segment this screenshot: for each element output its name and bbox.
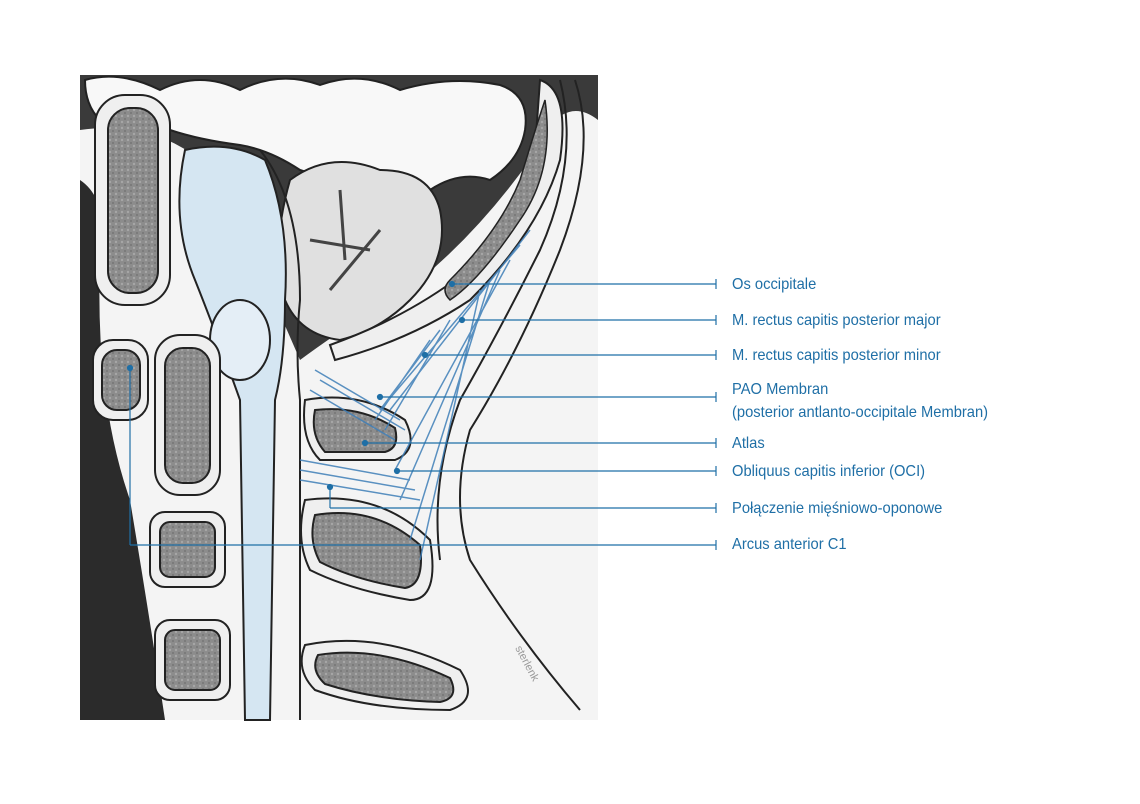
label-oci: Obliquus capitis inferior (OCI) — [732, 463, 926, 480]
leader-lines — [126, 279, 717, 550]
vertebrae — [92, 94, 469, 712]
label-rectus-major: M. rectus capitis posterior major — [732, 312, 941, 329]
label-rectus-minor: M. rectus capitis posterior minor — [732, 347, 941, 364]
label-os-occipitale: Os occipitale — [732, 276, 817, 293]
label-pao-membran: PAO Membran — [732, 381, 829, 398]
brainstem-spinal-cord — [178, 145, 302, 721]
label-polaczenie: Połączenie mięśniowo-oponowe — [732, 500, 943, 517]
occipital-bone — [328, 78, 585, 711]
label-atlas: Atlas — [732, 435, 765, 452]
airway-dark-region — [80, 180, 165, 720]
brain — [83, 75, 527, 342]
label-pao-membran-full: (posterior antlanto-occipitale Membran) — [732, 404, 989, 421]
label-arcus-anterior: Arcus anterior C1 — [732, 536, 847, 553]
